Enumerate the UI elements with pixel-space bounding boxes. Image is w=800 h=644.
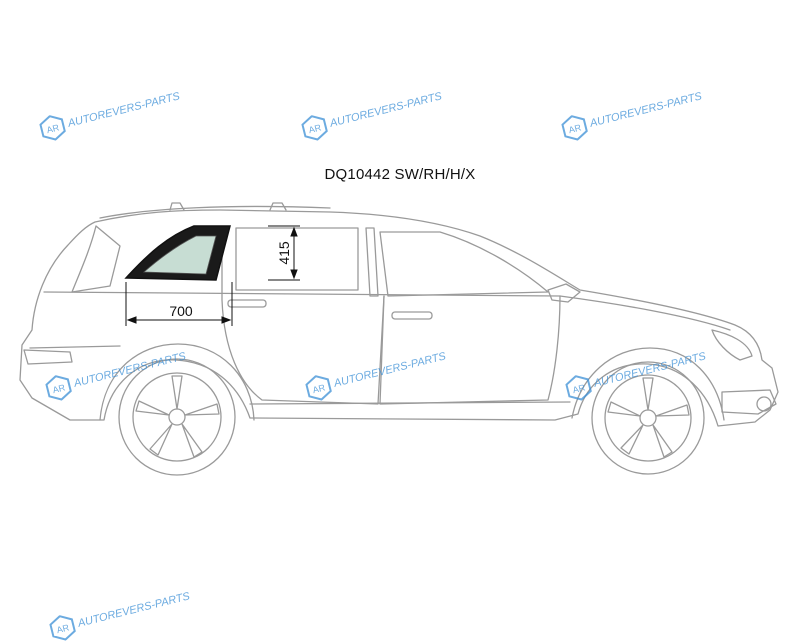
rear-wheel — [118, 358, 236, 476]
front-door-handle — [391, 311, 433, 320]
rear-door-outline — [221, 235, 385, 405]
height-dimension — [268, 225, 300, 281]
side-character-line — [29, 345, 121, 349]
width-dimension-label: 700 — [169, 303, 193, 319]
part-code-title: DQ10442 SW/RH/H/X — [324, 166, 476, 183]
roof-rail — [99, 205, 331, 219]
rocker-line — [249, 401, 571, 405]
roof-rail-mount-rear — [269, 202, 287, 211]
tail-light — [23, 349, 73, 365]
rear-door-window-frame — [235, 227, 359, 291]
rear-wheel-arch — [99, 343, 255, 421]
headlight — [711, 329, 753, 361]
svg-text:AR: AR — [56, 622, 71, 635]
beltline — [43, 291, 731, 331]
quarter-glass-pane — [142, 235, 217, 275]
autorevers-logo-icon: AR — [49, 615, 76, 641]
side-mirror — [547, 283, 581, 303]
height-dimension-label: 415 — [276, 241, 292, 265]
roof-rail-mount-front — [169, 202, 185, 211]
rear-window — [71, 225, 121, 293]
car-side-view-drawing: 700 415 — [19, 202, 779, 476]
diagram-canvas: 700 415 DQ10442 SW/RH/H/X AR AUTOREVERS-… — [19, 90, 779, 641]
window-pillar — [365, 227, 379, 297]
width-dimension — [125, 282, 233, 326]
fog-light — [756, 396, 772, 412]
rear-door-handle — [227, 299, 267, 308]
front-wheel — [591, 361, 705, 475]
car-body-outline — [19, 209, 779, 427]
front-door-window — [379, 231, 549, 297]
front-door-outline — [379, 295, 561, 405]
